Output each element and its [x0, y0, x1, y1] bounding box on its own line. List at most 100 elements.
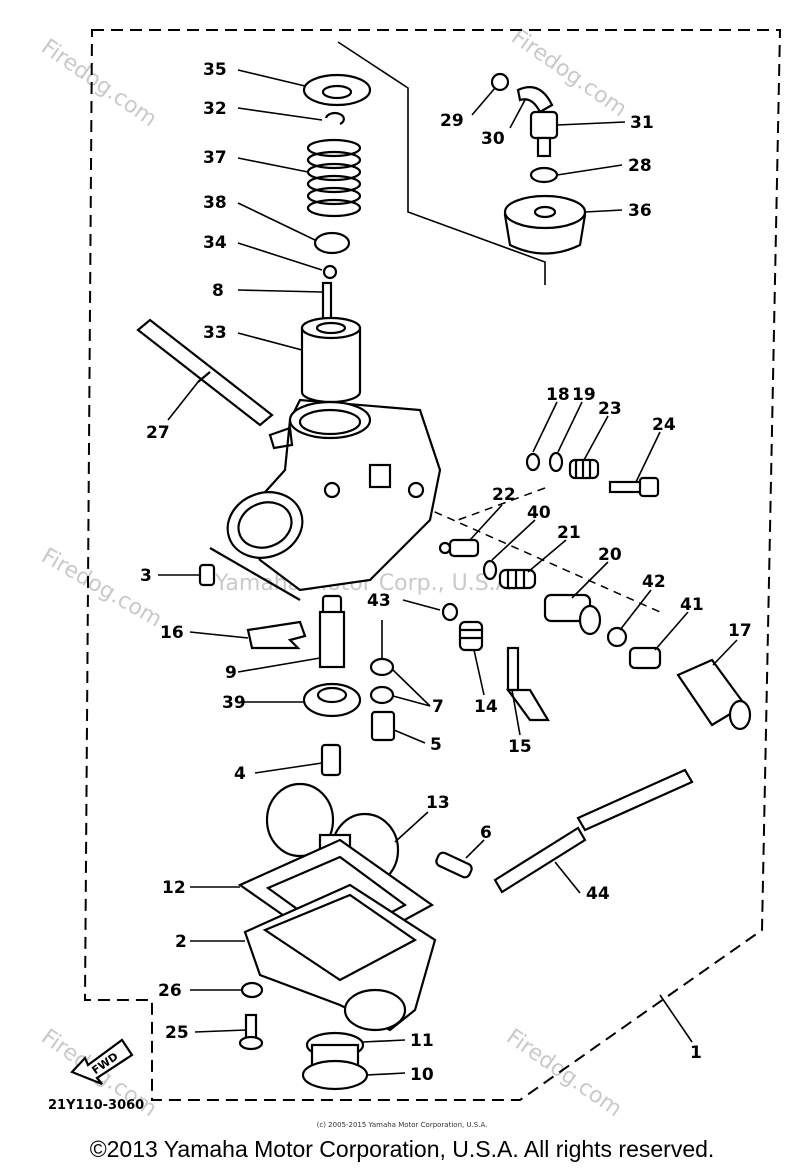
callout-13: 13	[426, 793, 450, 813]
clip-34	[322, 264, 338, 280]
callout-27: 27	[146, 423, 170, 443]
clip-32	[324, 111, 345, 125]
small-copyright: (c) 2005-2015 Yamaha Motor Corporation, …	[316, 1121, 488, 1129]
callout-7: 7	[432, 697, 444, 717]
callout-21: 21	[557, 523, 581, 543]
callout-42: 42	[642, 572, 666, 592]
screw-25	[238, 1013, 264, 1051]
callout-34: 34	[203, 233, 227, 253]
callout-28: 28	[628, 156, 652, 176]
callouts: 35 32 37 38 34 8 33 27 29 30 31 28 36 18…	[140, 60, 752, 1085]
callout-40: 40	[527, 503, 551, 523]
jet-4	[320, 743, 342, 777]
nut-42	[606, 626, 628, 648]
callout-43: 43	[367, 591, 391, 611]
washer-28	[529, 166, 559, 184]
assembly-outline	[83, 29, 782, 1101]
screw-24	[608, 476, 660, 498]
callout-29: 29	[440, 111, 464, 131]
carburetor-body	[226, 398, 442, 592]
spring-21	[498, 568, 537, 590]
drain-plug-11	[305, 1031, 365, 1067]
callout-16: 16	[160, 623, 184, 643]
tube-44	[493, 768, 694, 894]
callout-33: 33	[203, 323, 227, 343]
callout-14: 14	[474, 697, 498, 717]
spring-14	[458, 620, 484, 652]
hose-27	[136, 318, 274, 427]
elbow-30	[516, 86, 554, 114]
callout-11: 11	[410, 1031, 434, 1051]
callout-19: 19	[572, 385, 596, 405]
cap-17	[676, 658, 752, 731]
watermark: Firedog.com	[37, 544, 166, 633]
callout-36: 36	[628, 201, 652, 221]
callout-10: 10	[410, 1065, 434, 1085]
callout-44: 44	[586, 884, 610, 904]
plug-5	[370, 710, 396, 742]
callout-9: 9	[225, 663, 237, 683]
dash-line	[457, 487, 546, 521]
fitting-31	[529, 110, 559, 158]
fitting-41	[628, 646, 662, 670]
screw-15	[505, 646, 550, 722]
callout-38: 38	[203, 193, 227, 213]
callout-41: 41	[680, 595, 704, 615]
callout-8: 8	[212, 281, 224, 301]
jet-39	[302, 682, 362, 718]
needle-jet-9	[318, 594, 346, 669]
callout-15: 15	[508, 737, 532, 757]
throttle-valve-33	[300, 316, 362, 404]
o-ring-43	[441, 602, 459, 622]
callout-12: 12	[162, 878, 186, 898]
cap-36	[503, 194, 587, 255]
callout-37: 37	[203, 148, 227, 168]
pin-6	[435, 851, 473, 879]
callout-26: 26	[158, 981, 182, 1001]
bracket-line	[337, 41, 546, 285]
watermark: Firedog.com	[37, 34, 162, 132]
callout-17: 17	[728, 621, 752, 641]
callout-2: 2	[175, 932, 187, 952]
spring-37	[306, 138, 362, 218]
callout-1: 1	[690, 1043, 702, 1063]
callout-6: 6	[480, 823, 492, 843]
callout-3: 3	[140, 566, 152, 586]
callout-4: 4	[234, 764, 246, 784]
washer-19	[548, 451, 564, 473]
callout-30: 30	[481, 129, 505, 149]
o-ring-40	[482, 559, 498, 581]
o-ring-18	[525, 452, 541, 472]
plunger-20	[543, 593, 602, 636]
spring-23	[568, 458, 600, 480]
washer-7b	[369, 685, 395, 705]
watermark: Firedog.com	[507, 24, 632, 122]
leader-lines	[158, 69, 738, 1076]
washer-26	[240, 981, 264, 999]
screw-3	[198, 563, 216, 587]
callout-32: 32	[203, 99, 227, 119]
callout-25: 25	[165, 1023, 189, 1043]
callout-24: 24	[652, 415, 676, 435]
diagram-code: 21Y110-3060	[48, 1098, 145, 1113]
callout-5: 5	[430, 735, 442, 755]
plug-10	[301, 1059, 369, 1091]
callout-22: 22	[492, 485, 516, 505]
callout-18: 18	[546, 385, 570, 405]
cap-29	[490, 72, 510, 92]
float-bowl-2	[243, 883, 437, 1032]
callout-31: 31	[630, 113, 654, 133]
callout-23: 23	[598, 399, 622, 419]
plunger-22	[438, 538, 480, 558]
washer-35-hole	[321, 84, 353, 100]
callout-35: 35	[203, 60, 227, 80]
washer-7	[369, 657, 395, 677]
retainer-38	[313, 231, 351, 255]
callout-20: 20	[598, 545, 622, 565]
callout-39: 39	[222, 693, 246, 713]
plate-16	[246, 620, 307, 650]
guide-line	[209, 547, 301, 601]
copyright-notice: ©2013 Yamaha Motor Corporation, U.S.A. A…	[89, 1136, 715, 1162]
